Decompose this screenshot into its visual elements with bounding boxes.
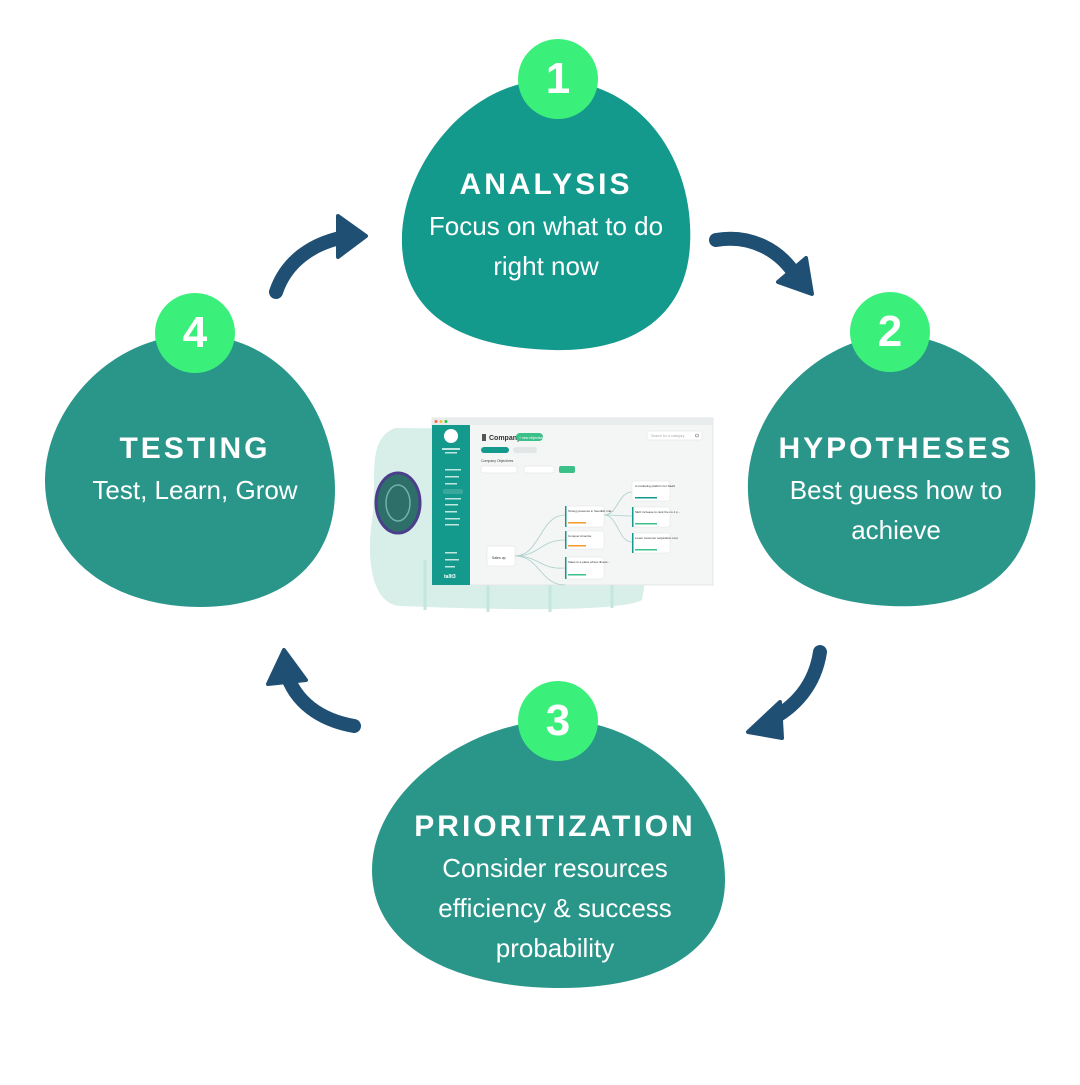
testing-blob bbox=[45, 335, 335, 607]
step-2-number: 2 bbox=[877, 307, 903, 356]
step-3-badge bbox=[518, 681, 598, 761]
step-3-title: PRIORITIZATION bbox=[414, 810, 696, 843]
step-3-desc-line-2: efficiency & success bbox=[438, 893, 672, 923]
app-search-placeholder: Search for a category bbox=[651, 434, 685, 438]
arrow-2-to-3 bbox=[746, 645, 827, 740]
step-1-title: ANALYSIS bbox=[459, 168, 633, 201]
step-1-desc-line-2: right now bbox=[493, 251, 599, 281]
step-1-text: ANALYSIS Focus on what to do right now bbox=[405, 168, 687, 286]
step-2-badge bbox=[850, 292, 930, 372]
arrow-3-to-4 bbox=[266, 648, 361, 733]
step-4-desc-line-1: Test, Learn, Grow bbox=[92, 475, 298, 505]
prioritization-blob bbox=[372, 720, 725, 988]
step-3-desc-line-1: Consider resources bbox=[442, 853, 668, 883]
arrow-4-to-1 bbox=[269, 214, 368, 299]
new-objective-button[interactable] bbox=[516, 433, 543, 441]
svg-text:Sales to a place where illness: Sales to a place where illness... bbox=[568, 560, 610, 564]
search-icon bbox=[695, 433, 699, 438]
step-1-desc-line-1: Focus on what to do bbox=[428, 211, 664, 241]
step-2-text: HYPOTHESES Best guess how to achieve bbox=[757, 432, 1035, 550]
tree-node-6[interactable]: Lower customer acquisition cost bbox=[631, 532, 678, 554]
tree-node-4[interactable]: A marketing platform for SaaS bbox=[631, 480, 675, 502]
step-2-title: HYPOTHESES bbox=[778, 432, 1014, 465]
tree-node-1[interactable]: Strong presence in Swedish mar... bbox=[564, 505, 614, 528]
svg-text:Conquer America: Conquer America bbox=[568, 534, 592, 538]
arrow-1-to-2 bbox=[709, 231, 814, 296]
svg-text:SEO increase to rank the no.1: SEO increase to rank the no.1 p... bbox=[635, 510, 680, 514]
tree-node-5[interactable]: SEO increase to rank the no.1 p... bbox=[631, 506, 680, 528]
hypotheses-blob bbox=[747, 334, 1036, 607]
step-3-desc-line-3: probability bbox=[495, 933, 615, 963]
app-brand: tallt3 bbox=[444, 574, 456, 580]
tree-node-2[interactable]: Conquer America bbox=[564, 530, 605, 550]
svg-text:Strong presence in Swedish mar: Strong presence in Swedish mar... bbox=[568, 509, 614, 513]
app-page-title: Company bbox=[489, 435, 521, 442]
step-4-badge bbox=[155, 293, 235, 373]
new-objective-label: + new objective bbox=[519, 436, 543, 440]
svg-text:A marketing platform for SaaS: A marketing platform for SaaS bbox=[635, 484, 675, 488]
step-4-number: 4 bbox=[182, 308, 208, 357]
app-search-input[interactable] bbox=[646, 430, 703, 441]
analysis-blob bbox=[401, 79, 691, 351]
user-avatar bbox=[444, 429, 458, 443]
app-illustration: tallt3 Company + new objective Search fo… bbox=[369, 417, 714, 612]
step-3-text: PRIORITIZATION Consider resources effici… bbox=[385, 810, 725, 968]
step-4-text: TESTING Test, Learn, Grow bbox=[55, 432, 335, 510]
step-2-desc-line-1: Best guess how to bbox=[789, 475, 1003, 505]
step-4-title: TESTING bbox=[119, 432, 271, 465]
tree-node-3[interactable]: Sales to a place where illness... bbox=[564, 556, 610, 580]
step-1-number: 1 bbox=[545, 54, 571, 103]
step-1-badge bbox=[518, 39, 598, 119]
dartboard-icon bbox=[374, 471, 422, 535]
app-subtitle: Company Objectives bbox=[481, 459, 514, 463]
step-2-desc-line-2: achieve bbox=[851, 515, 941, 545]
step-3-number: 3 bbox=[545, 696, 571, 745]
tree-root-label: Sales up bbox=[492, 556, 506, 560]
svg-text:Lower customer acquisition cos: Lower customer acquisition cost bbox=[635, 536, 678, 540]
